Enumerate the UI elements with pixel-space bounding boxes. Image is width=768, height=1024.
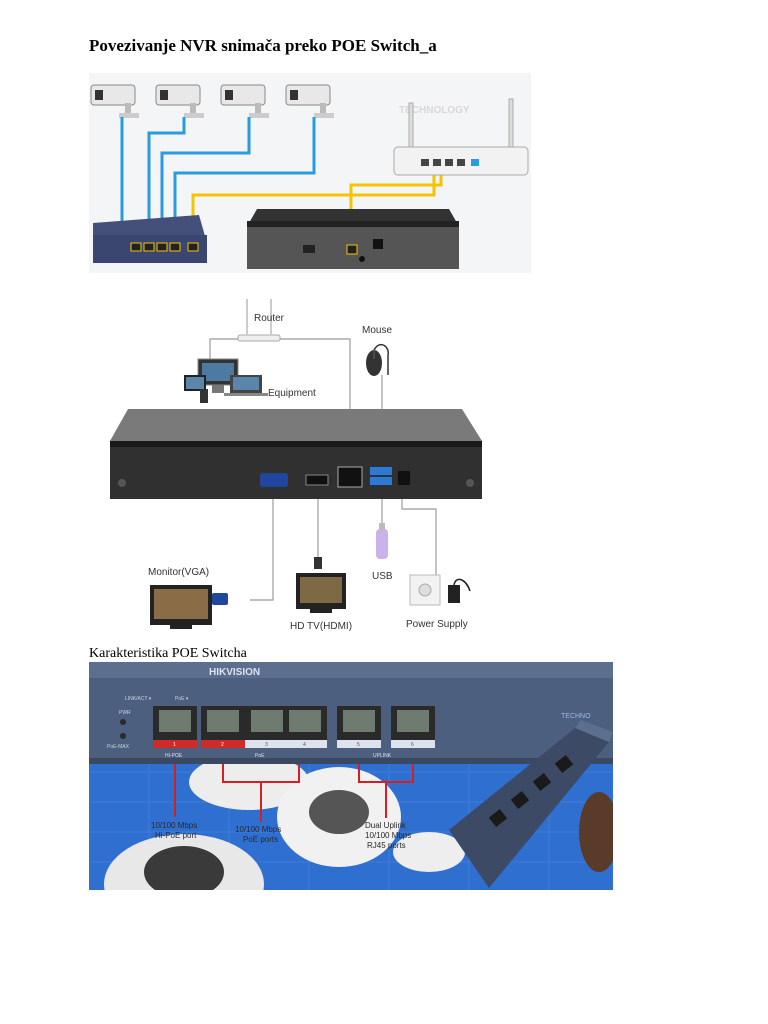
rj45-port-3 [245,706,289,748]
power-supply [409,574,471,606]
callout-lines [174,764,414,822]
mouse-device [366,343,389,376]
rj45-port-1 [153,706,197,748]
port-number-4: 4 [303,742,306,748]
annotation-poe-ports: 10/100 Mbps PoE ports [235,825,284,844]
equipment-label: Equipment [268,388,316,399]
rj45-port-5 [337,706,381,748]
port-number-5: 5 [357,742,360,748]
port-number-1: 1 [173,742,176,748]
camera-3 [220,84,269,118]
router [237,299,281,342]
port-number-6: 6 [411,742,414,748]
pwr-led [120,719,126,725]
usb-label: USB [372,571,393,582]
rj45-port-4 [283,706,327,748]
router [393,98,529,176]
nvr-recorder [247,209,459,269]
port-number-3: 3 [265,742,268,748]
brand-logo: HIKVISION [209,667,260,678]
hipoe-group-label: HI-POE [165,753,183,759]
figure3-watermark: TECHNO [561,713,591,720]
page-title: Povezivanje NVR snimača preko POE Switch… [89,36,437,55]
annotation-hipoe: 10/100 Mbps Hi-PoE port [151,821,200,840]
vga-monitor [150,585,228,629]
poe-switch [93,215,207,263]
figure-nvr-connections: Router Equipment Mouse [100,295,500,635]
nvr-recorder [110,409,482,499]
figure-poe-switch-photo: HIKVISION PWR PoE-MAX LINK/ACT ▾ PoE ▾ 1… [89,662,613,890]
rj45-port-2 [201,706,245,748]
port-number-2: 2 [221,742,224,748]
poe-max-led [120,733,126,739]
equipment-devices [184,358,268,403]
hd-tv [296,557,346,613]
camera-2 [155,84,204,118]
mouse-label: Mouse [362,325,392,336]
usb-drive [376,523,388,559]
pwr-led-label: PWR [119,710,131,716]
monitor-label: Monitor(VGA) [148,567,209,578]
uplink-group-label: UPLINK [373,753,392,759]
poe-max-led-label: PoE-MAX [107,744,130,750]
section-caption: Karakteristika POE Switcha [89,646,247,661]
figure1-watermark: TECHNOLOGY [399,105,470,116]
power-supply-label: Power Supply [406,619,468,630]
figure-poe-topology: TECHNOLOGY [89,73,531,273]
annotation-uplink: Dual Uplink 10/100 Mbps RJ45 ports [365,821,414,850]
handheld-switch [449,720,613,888]
router-label: Router [254,313,285,324]
hdtv-label: HD TV(HDMI) [290,621,352,632]
poe-group-label: PoE [255,753,265,759]
link-act-label: LINK/ACT ▾ [125,696,152,702]
camera-4 [285,84,334,118]
poe-led-label: PoE ▾ [175,696,189,702]
rj45-port-6 [391,706,435,748]
camera-1 [90,84,139,118]
